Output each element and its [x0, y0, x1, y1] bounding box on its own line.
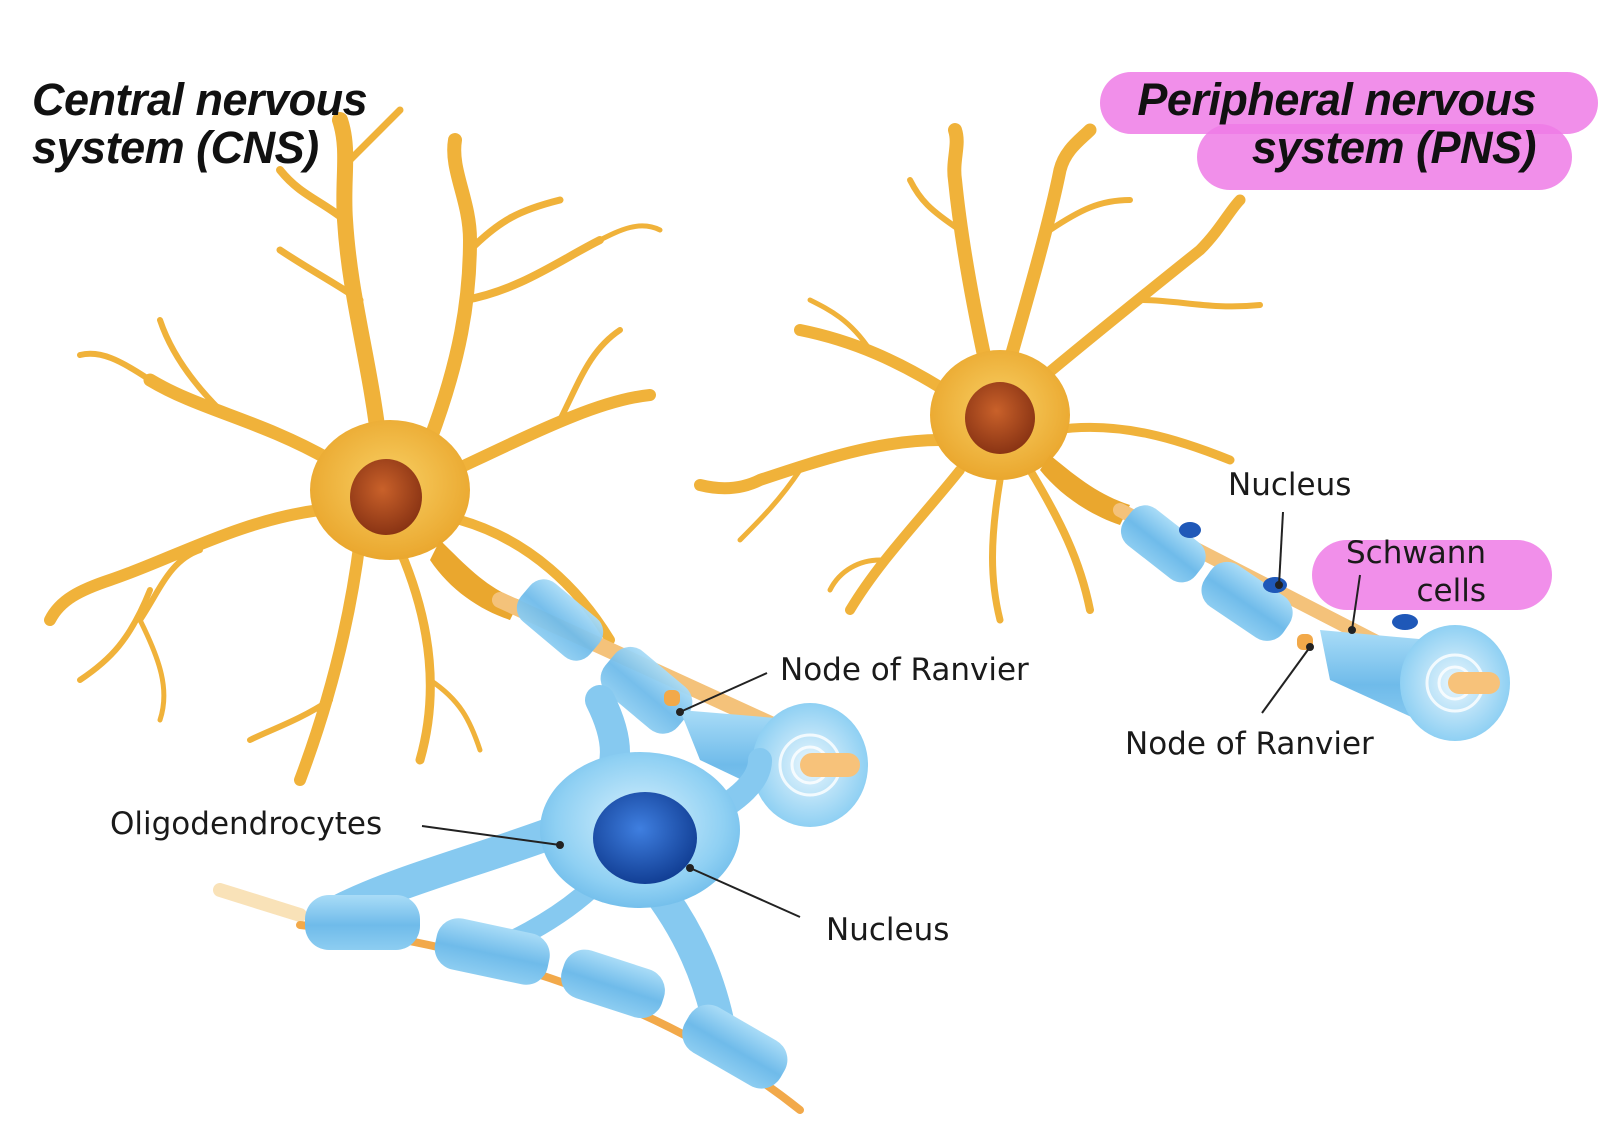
- cns-myelin-sheath-1: [516, 579, 604, 661]
- pns-schwann-cells-label: Schwann cells: [1336, 534, 1486, 610]
- cns-axon-end: [800, 753, 860, 777]
- cns-node-of-ranvier-label: Node of Ranvier: [780, 652, 1029, 688]
- pns-title-highlight-1: [1100, 72, 1598, 134]
- pns-neuron: [694, 123, 1263, 624]
- pns-title-highlight-2: [1197, 124, 1572, 190]
- cns-title-line-2: system (CNS): [32, 122, 319, 173]
- cns-nucleus-leader: [689, 867, 801, 918]
- pns-dendrites: [694, 123, 1263, 624]
- cns-node-of-ranvier: [664, 690, 680, 706]
- cns-oligodendrocytes-label: Oligodendrocytes: [110, 806, 383, 842]
- cns-myelin-sheath-2: [600, 646, 693, 734]
- cns-dendrites: [44, 106, 663, 786]
- pns-title-line-2: system (PNS): [1251, 122, 1537, 173]
- pns-soma-nucleus: [965, 382, 1035, 454]
- cns-title-line-1: Central nervous: [32, 74, 368, 125]
- cns-lower-sheath-4: [682, 1004, 788, 1089]
- pns-nucleus-label: Nucleus: [1228, 467, 1352, 503]
- pns-schwann-leader: [1351, 574, 1361, 631]
- cns-title: Central nervous system (CNS): [32, 74, 368, 173]
- cns-lower-sheath-3: [561, 949, 665, 1019]
- pns-schwann-line-2: cells: [1416, 573, 1487, 609]
- schwann-cell-2: [1201, 561, 1293, 641]
- cns-node-leader: [679, 672, 768, 713]
- schwann-cell-1: [1120, 505, 1206, 583]
- pns-axon: [1113, 503, 1510, 741]
- cns-lower-axon: [213, 883, 804, 1114]
- cns-neuron: [44, 106, 663, 786]
- pns-node-leader: [1261, 646, 1311, 714]
- cns-soma-nucleus: [350, 459, 422, 535]
- pns-title: Peripheral nervous system (PNS): [1126, 76, 1536, 172]
- pns-nucleus-leader: [1278, 511, 1284, 586]
- cns-nucleus-label: Nucleus: [826, 912, 950, 948]
- cns-lower-sheath-1: [305, 895, 420, 950]
- pns-node-of-ranvier-label: Node of Ranvier: [1125, 726, 1374, 762]
- schwann-label-highlight: [1312, 540, 1552, 610]
- cns-oligo-leader: [421, 825, 561, 846]
- leader-lines: [421, 511, 1361, 918]
- pns-axon-end: [1448, 672, 1500, 694]
- pns-schwann-line-1: Schwann: [1345, 535, 1486, 571]
- oligodendrocyte-nucleus: [593, 792, 697, 884]
- cns-lower-sheath-2: [434, 918, 550, 985]
- cns-axon: [492, 579, 868, 827]
- pns-title-line-1: Peripheral nervous: [1137, 74, 1536, 125]
